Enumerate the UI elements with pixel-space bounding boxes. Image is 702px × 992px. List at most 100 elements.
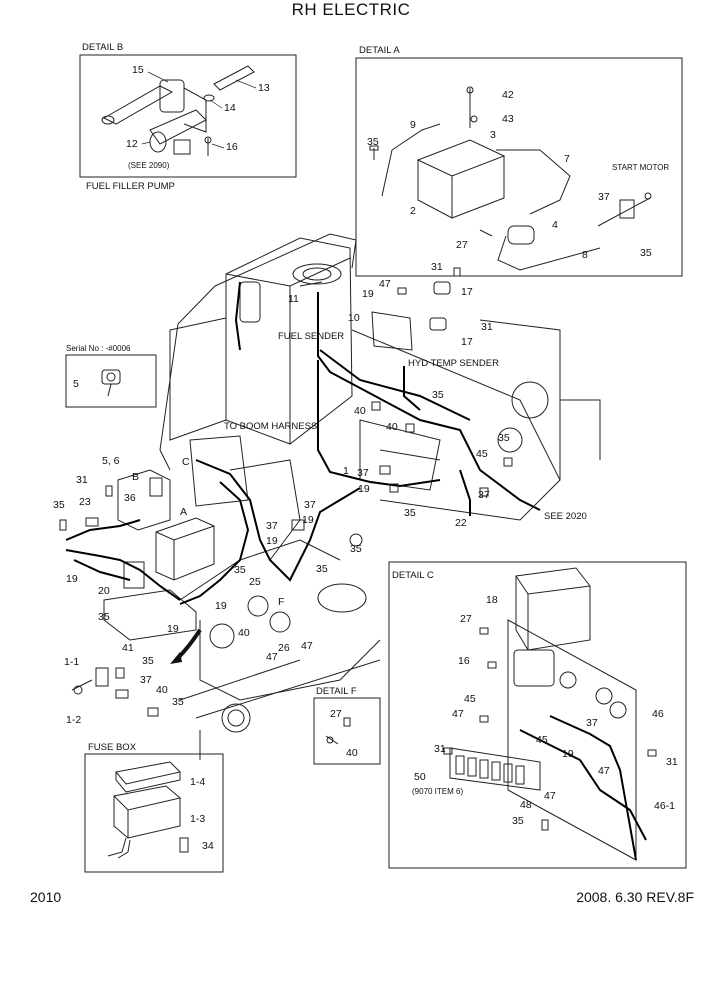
svg-text:19: 19 bbox=[167, 623, 179, 635]
revision-date: 2008. 6.30 REV.8F bbox=[576, 889, 694, 905]
svg-text:2: 2 bbox=[410, 205, 416, 217]
detail-b-title: DETAIL B bbox=[82, 42, 123, 53]
svg-text:35: 35 bbox=[350, 543, 362, 555]
svg-text:19: 19 bbox=[302, 514, 314, 526]
svg-text:5: 5 bbox=[73, 378, 79, 390]
svg-text:19: 19 bbox=[562, 748, 574, 760]
svg-text:37: 37 bbox=[140, 674, 152, 686]
svg-text:A: A bbox=[180, 506, 187, 518]
svg-text:36: 36 bbox=[124, 492, 136, 504]
svg-text:35: 35 bbox=[512, 815, 524, 827]
svg-text:20: 20 bbox=[98, 585, 110, 597]
svg-text:23: 23 bbox=[79, 496, 91, 508]
svg-text:45: 45 bbox=[536, 734, 548, 746]
detail-c-labels: 18 27 16 45 47 37 46 31 45 19 31 50 47 4… bbox=[414, 594, 678, 827]
svg-text:41: 41 bbox=[122, 642, 134, 654]
svg-text:1-3: 1-3 bbox=[190, 813, 205, 825]
svg-text:37: 37 bbox=[586, 717, 598, 729]
svg-text:31: 31 bbox=[481, 321, 493, 333]
svg-text:37: 37 bbox=[304, 499, 316, 511]
svg-text:9: 9 bbox=[410, 119, 416, 131]
svg-text:48: 48 bbox=[520, 799, 532, 811]
svg-text:15: 15 bbox=[132, 64, 144, 76]
svg-text:31: 31 bbox=[666, 756, 678, 768]
see-2020-label: SEE 2020 bbox=[544, 511, 587, 522]
svg-text:16: 16 bbox=[226, 141, 238, 153]
svg-text:16: 16 bbox=[458, 655, 470, 667]
hyd-temp-sender-label: HYD TEMP SENDER bbox=[408, 358, 499, 369]
svg-text:4: 4 bbox=[552, 219, 558, 231]
serial-note-panel: Serial No : -#0006 5 bbox=[65, 344, 157, 408]
detail-c-note: (9070 ITEM 6) bbox=[412, 787, 463, 796]
svg-text:40: 40 bbox=[346, 747, 358, 759]
detail-a-title: DETAIL A bbox=[359, 45, 400, 56]
svg-text:25: 25 bbox=[249, 576, 261, 588]
svg-text:7: 7 bbox=[564, 153, 570, 165]
svg-text:47: 47 bbox=[452, 708, 464, 720]
svg-text:B: B bbox=[132, 471, 139, 483]
page-title: RH ELECTRIC bbox=[291, 0, 411, 19]
svg-text:1-1: 1-1 bbox=[64, 656, 79, 668]
wiring-harness-drawing bbox=[65, 281, 541, 605]
svg-text:40: 40 bbox=[354, 405, 366, 417]
svg-text:31: 31 bbox=[431, 261, 443, 273]
start-motor-label: START MOTOR bbox=[612, 163, 669, 172]
detail-b-see-note: (SEE 2090) bbox=[128, 161, 170, 170]
fuse-box-title: FUSE BOX bbox=[88, 742, 137, 753]
machine-frame-drawing bbox=[103, 233, 601, 760]
detail-c-panel: DETAIL C (9070 ITEM 6) 18 bbox=[388, 561, 687, 869]
svg-text:27: 27 bbox=[330, 708, 342, 720]
svg-text:C: C bbox=[182, 456, 190, 468]
serial-note: Serial No : -#0006 bbox=[66, 344, 131, 353]
svg-text:37: 37 bbox=[598, 191, 610, 203]
svg-text:19: 19 bbox=[266, 535, 278, 547]
svg-text:40: 40 bbox=[238, 627, 250, 639]
svg-text:22: 22 bbox=[455, 517, 467, 529]
svg-text:31: 31 bbox=[76, 474, 88, 486]
svg-text:47: 47 bbox=[598, 765, 610, 777]
svg-text:26: 26 bbox=[278, 642, 290, 654]
fuse-box-panel: FUSE BOX 1-4 1-3 34 bbox=[84, 742, 224, 873]
svg-text:19: 19 bbox=[358, 483, 370, 495]
detail-c-title: DETAIL C bbox=[392, 570, 434, 581]
svg-text:35: 35 bbox=[53, 499, 65, 511]
svg-text:46-1: 46-1 bbox=[654, 800, 675, 812]
svg-text:5, 6: 5, 6 bbox=[102, 455, 120, 467]
page-number: 2010 bbox=[30, 889, 62, 905]
svg-text:11: 11 bbox=[288, 293, 299, 305]
svg-text:40: 40 bbox=[156, 684, 168, 696]
svg-text:19: 19 bbox=[215, 600, 227, 612]
svg-text:35: 35 bbox=[316, 563, 328, 575]
svg-text:47: 47 bbox=[379, 278, 391, 290]
main-callouts: FUEL SENDER HYD TEMP SENDER TO BOOM HARN… bbox=[224, 331, 587, 522]
detail-a-labels: 42 43 9 3 35 7 2 4 37 27 8 35 bbox=[367, 89, 652, 261]
detail-ref-letters: A B C F bbox=[132, 456, 284, 608]
main-part-labels: 31 47 19 17 11 10 17 31 40 35 40 35 1 37… bbox=[53, 261, 510, 726]
battery-drawing bbox=[369, 86, 652, 271]
svg-text:3: 3 bbox=[490, 129, 496, 141]
svg-text:47: 47 bbox=[544, 790, 556, 802]
svg-text:35: 35 bbox=[234, 564, 246, 576]
svg-text:35: 35 bbox=[98, 611, 110, 623]
detail-a-panel: DETAIL A START MOTOR 42 43 9 3 35 7 2 bbox=[355, 45, 683, 277]
svg-text:46: 46 bbox=[652, 708, 664, 720]
svg-text:35: 35 bbox=[367, 136, 379, 148]
detail-b-labels: 15 13 14 12 16 bbox=[126, 64, 270, 153]
svg-text:40: 40 bbox=[386, 421, 398, 433]
svg-text:45: 45 bbox=[464, 693, 476, 705]
svg-text:19: 19 bbox=[362, 288, 374, 300]
fuel-filler-pump-drawing bbox=[101, 65, 255, 156]
svg-text:43: 43 bbox=[502, 113, 514, 125]
svg-text:31: 31 bbox=[434, 743, 446, 755]
svg-text:34: 34 bbox=[202, 840, 214, 852]
svg-text:1: 1 bbox=[343, 465, 349, 477]
svg-text:1-2: 1-2 bbox=[66, 714, 81, 726]
svg-text:50: 50 bbox=[414, 771, 426, 783]
svg-text:35: 35 bbox=[498, 432, 510, 444]
svg-text:27: 27 bbox=[460, 613, 472, 625]
svg-text:13: 13 bbox=[258, 82, 270, 94]
svg-text:27: 27 bbox=[456, 239, 468, 251]
svg-text:18: 18 bbox=[486, 594, 498, 606]
svg-text:47: 47 bbox=[301, 640, 313, 652]
